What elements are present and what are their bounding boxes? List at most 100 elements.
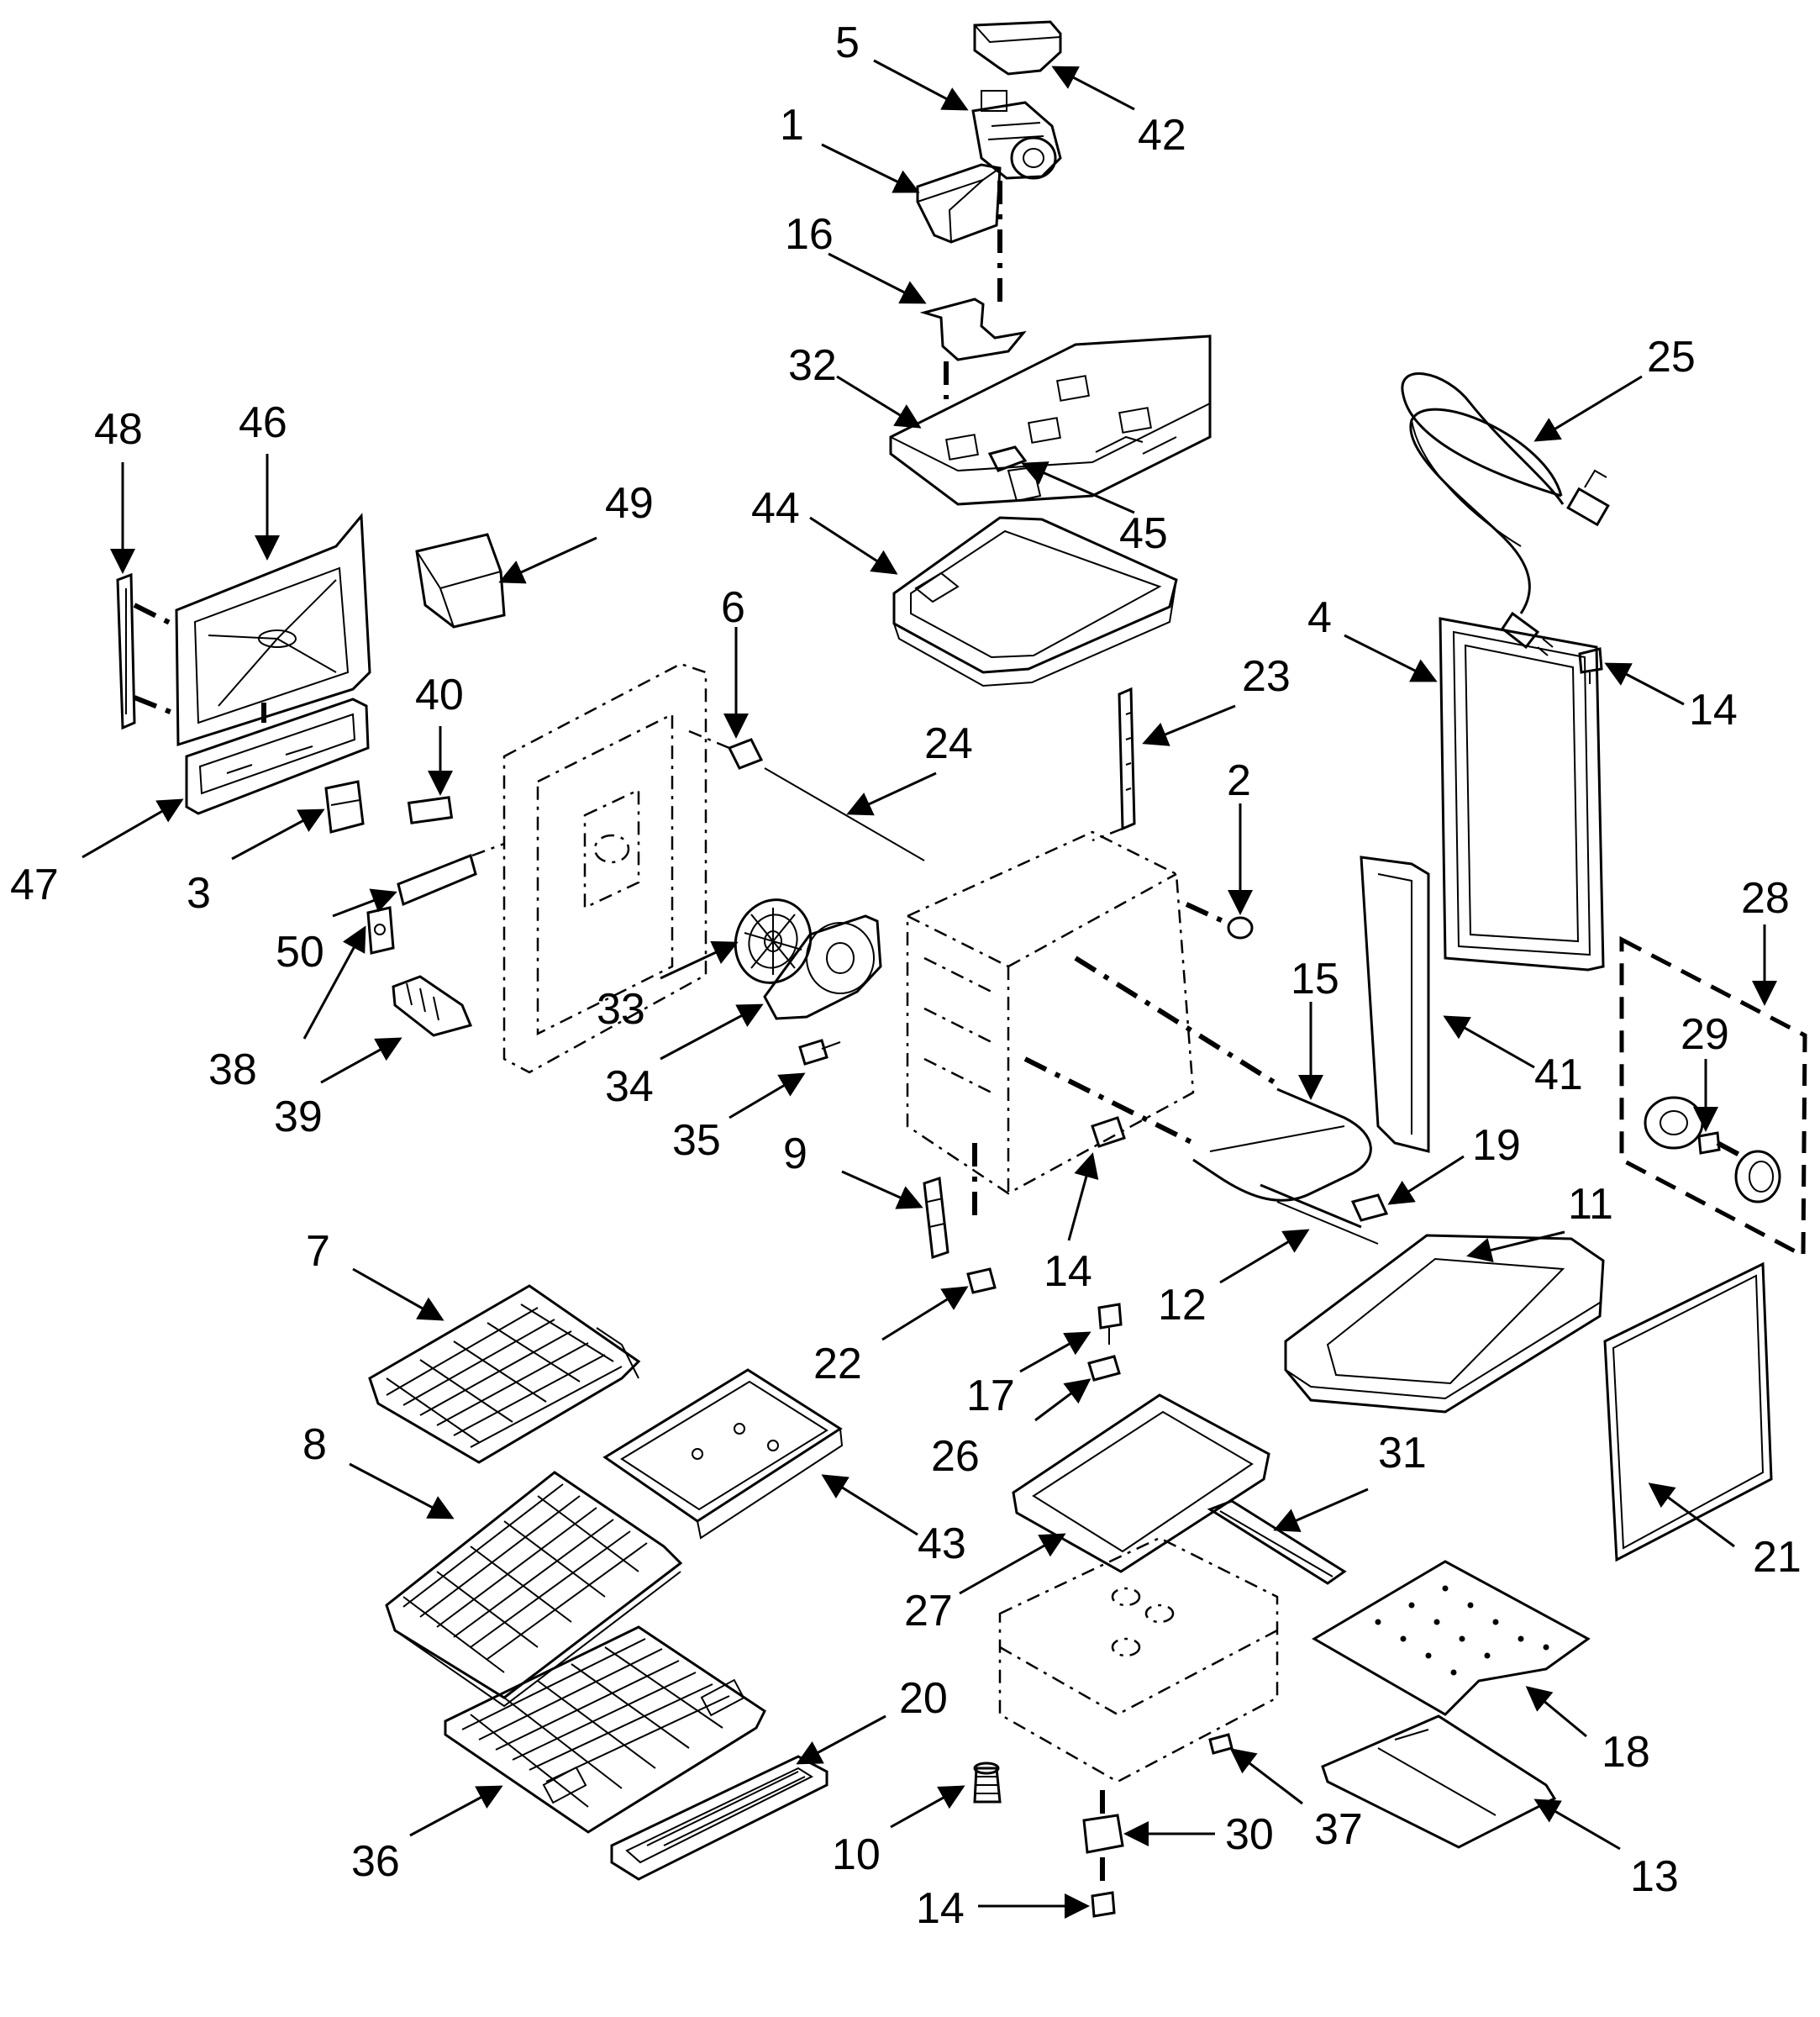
arrow-7	[352, 1267, 444, 1321]
part-26-plate	[1087, 1355, 1121, 1382]
part-6-connector	[688, 729, 764, 770]
part-32-cooktop-frame	[889, 334, 1212, 506]
part-37-clip	[1208, 1733, 1233, 1755]
arrow-37	[1229, 1748, 1303, 1805]
part-8-rack	[385, 1471, 683, 1708]
arrow-18	[1525, 1686, 1587, 1738]
arrow-49	[498, 536, 597, 584]
callout-24: 24	[924, 719, 973, 768]
callout-32: 32	[788, 341, 837, 390]
part-40-block	[407, 796, 454, 824]
callout-35: 35	[672, 1116, 721, 1165]
callout-50: 50	[276, 928, 324, 977]
callout-48: 48	[94, 405, 143, 454]
part-31-rail	[1207, 1499, 1347, 1585]
callout-12: 12	[1158, 1281, 1207, 1330]
arrow-25	[1533, 375, 1643, 442]
arrow-41	[1443, 1015, 1535, 1069]
callout-46: 46	[239, 398, 287, 447]
callout-39: 39	[274, 1093, 323, 1141]
arrow-47	[82, 798, 184, 859]
part-10-leg	[973, 1762, 1002, 1804]
arrow-22	[881, 1286, 969, 1341]
part-14-screw-top	[1578, 647, 1603, 684]
arrow-4	[1344, 634, 1438, 682]
callout-11: 11	[1568, 1180, 1613, 1229]
part-27-drawer-frame	[1012, 1393, 1270, 1573]
arrow-38	[302, 925, 366, 1040]
part-13-drawer-bottom	[1321, 1714, 1557, 1849]
arrow-16	[828, 252, 927, 304]
arrow-13	[1533, 1798, 1621, 1851]
part-7-rack	[368, 1284, 641, 1464]
leader-arrows	[82, 59, 1777, 1919]
part-49-cover	[415, 533, 506, 629]
callout-22: 22	[813, 1340, 862, 1388]
part-5-motor	[971, 90, 1062, 180]
arrow-5	[873, 59, 969, 111]
arrow-35	[729, 1072, 806, 1119]
part-oven-back-panel	[502, 662, 707, 1074]
part-38-switch	[366, 906, 395, 955]
arrow-50	[332, 888, 397, 918]
part-4-door-frame	[1439, 617, 1605, 972]
part-35-screw	[798, 1039, 841, 1066]
part-22-screw	[966, 1267, 997, 1294]
arrow-31	[1273, 1488, 1369, 1532]
callout-21: 21	[1753, 1533, 1802, 1582]
arrow-36	[409, 1785, 503, 1837]
part-46-back-panel	[175, 513, 371, 747]
arrow-43	[821, 1474, 918, 1536]
callout-42: 42	[1138, 111, 1186, 160]
part-41-support	[1360, 856, 1430, 1153]
callout-45: 45	[1119, 509, 1168, 558]
arrow-10	[890, 1785, 965, 1829]
callout-37: 37	[1314, 1805, 1363, 1854]
part-34-fan-bracket	[763, 914, 882, 1020]
part-24-sensor	[764, 767, 925, 861]
part-50-bar	[397, 842, 505, 907]
arrow-11	[1466, 1230, 1565, 1263]
callout-14-top: 14	[1689, 686, 1738, 735]
callout-47: 47	[10, 861, 59, 909]
arrow-24	[846, 772, 937, 816]
arrow-45	[1021, 461, 1135, 514]
arrow-33	[660, 940, 739, 980]
callout-14-bottom: 14	[916, 1884, 965, 1933]
callout-13: 13	[1630, 1852, 1679, 1901]
arrow-19	[1387, 1155, 1465, 1205]
callout-29: 29	[1681, 1010, 1729, 1059]
part-1-duct	[916, 163, 1002, 244]
arrow-3	[231, 808, 325, 861]
arrow-14-top	[1604, 662, 1685, 706]
arrow-44	[809, 516, 898, 575]
assembly-line	[1023, 1056, 1195, 1145]
part-17-screw	[1097, 1303, 1123, 1345]
part-44-burner-box	[892, 516, 1178, 687]
assembly-line	[1074, 956, 1279, 1087]
callout-43: 43	[918, 1519, 966, 1568]
callout-34: 34	[605, 1062, 654, 1111]
callout-28: 28	[1741, 874, 1790, 923]
part-36-rack	[444, 1625, 766, 1834]
callout-2: 2	[1227, 756, 1251, 805]
callout-19: 19	[1472, 1121, 1521, 1170]
part-23-strip	[1118, 687, 1136, 831]
arrow-26	[1034, 1378, 1091, 1422]
part-oven-cavity	[906, 830, 1195, 1195]
part-14-screw-mid	[1091, 1116, 1126, 1148]
callout-40: 40	[415, 671, 464, 719]
part-33-fan	[734, 898, 813, 984]
assembly-line	[1091, 827, 1123, 842]
arrow-12	[1219, 1229, 1310, 1284]
callout-16: 16	[785, 210, 834, 259]
part-9-hinge	[923, 1176, 949, 1260]
assembly-line	[133, 603, 178, 629]
callout-18: 18	[1602, 1728, 1650, 1777]
arrow-39	[320, 1037, 402, 1084]
callout-1: 1	[780, 101, 804, 150]
part-21-gasket	[1603, 1261, 1773, 1562]
callout-31: 31	[1378, 1429, 1427, 1477]
part-42-cap	[973, 20, 1062, 76]
callout-44: 44	[751, 484, 800, 533]
